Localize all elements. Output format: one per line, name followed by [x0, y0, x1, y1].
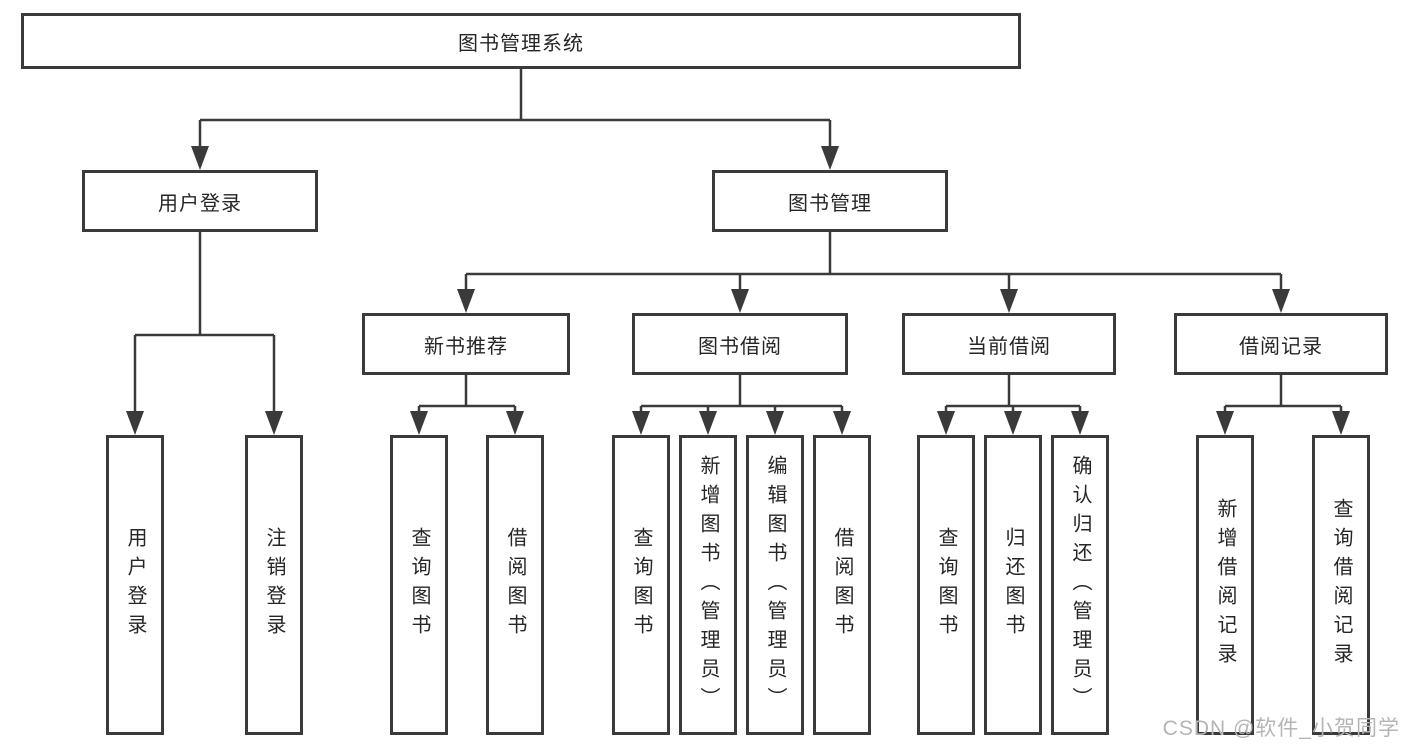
node-label: 图书管理系统: [458, 32, 584, 55]
node-label: 当前借阅: [967, 335, 1051, 358]
leaf-query-books-recommend: 查询图书: [390, 435, 448, 735]
leaf-label: 查询借阅记录: [1330, 498, 1352, 672]
leaf-label: 编辑图书（管理员）: [764, 454, 786, 716]
leaf-label: 归还图书: [1002, 527, 1024, 643]
leaf-return-books: 归还图书: [984, 435, 1042, 735]
csdn-watermark: CSDN @软件_小贺同学: [1162, 717, 1400, 740]
leaf-query-borrow-record: 查询借阅记录: [1312, 435, 1370, 735]
node-user-login: 用户登录: [82, 170, 318, 232]
leaf-label: 查询图书: [935, 527, 957, 643]
leaf-edit-book-admin: 编辑图书（管理员）: [746, 435, 804, 735]
leaf-label: 查询图书: [408, 527, 430, 643]
arrowhead-icons: [126, 146, 1350, 435]
node-new-book-recommend: 新书推荐: [362, 313, 570, 375]
leaf-label: 借阅图书: [831, 527, 853, 643]
leaf-confirm-return-admin: 确认归还（管理员）: [1051, 435, 1109, 735]
node-current-borrowing: 当前借阅: [902, 313, 1116, 375]
leaf-borrow-books-borrowing: 借阅图书: [813, 435, 871, 735]
node-book-management: 图书管理: [712, 170, 948, 232]
node-label: 图书借阅: [698, 335, 782, 358]
leaf-label: 借阅图书: [504, 527, 526, 643]
leaf-borrow-books-recommend: 借阅图书: [486, 435, 544, 735]
leaf-label: 新增图书（管理员）: [697, 454, 719, 716]
node-label: 新书推荐: [424, 335, 508, 358]
leaf-query-books-borrowing: 查询图书: [612, 435, 670, 735]
node-label: 用户登录: [158, 192, 242, 215]
node-label: 借阅记录: [1239, 335, 1323, 358]
leaf-label: 查询图书: [630, 527, 652, 643]
node-borrowing-records: 借阅记录: [1174, 313, 1388, 375]
leaf-label: 注销登录: [263, 527, 285, 643]
leaf-add-book-admin: 新增图书（管理员）: [679, 435, 737, 735]
leaf-logout: 注销登录: [245, 435, 303, 735]
leaf-query-books-current: 查询图书: [917, 435, 975, 735]
leaf-label: 确认归还（管理员）: [1069, 454, 1091, 716]
node-book-borrowing: 图书借阅: [632, 313, 848, 375]
leaf-add-borrow-record: 新增借阅记录: [1196, 435, 1254, 735]
node-root: 图书管理系统: [21, 13, 1021, 69]
node-label: 图书管理: [788, 192, 872, 215]
leaf-label: 新增借阅记录: [1214, 498, 1236, 672]
leaf-user-login: 用户登录: [106, 435, 164, 735]
leaf-label: 用户登录: [124, 527, 146, 643]
